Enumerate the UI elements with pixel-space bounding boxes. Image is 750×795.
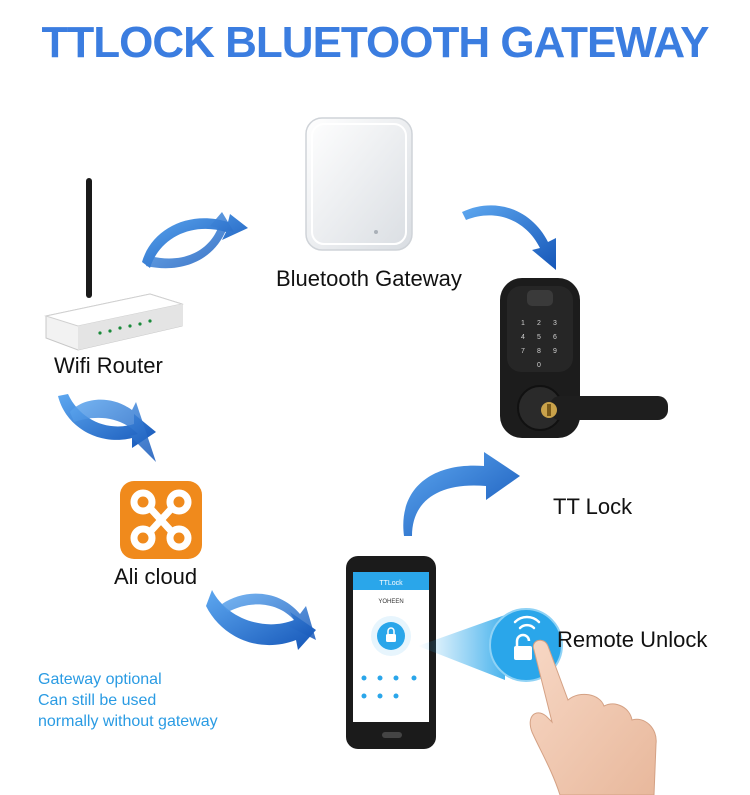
arrow-cloud-phone bbox=[206, 590, 316, 650]
note-line: Can still be used bbox=[38, 692, 157, 709]
arrows bbox=[58, 205, 556, 650]
cloud-label: Ali cloud bbox=[114, 564, 198, 589]
note-line: normally without gateway bbox=[38, 713, 218, 730]
app-lock-name: YOHEEN bbox=[378, 599, 403, 605]
svg-text:3: 3 bbox=[553, 320, 557, 327]
arrow-router-cloud bbox=[58, 394, 156, 462]
page-title: TTLOCK BLUETOOTH GATEWAY bbox=[41, 18, 710, 67]
note-line: Gateway optional bbox=[38, 671, 162, 688]
smart-lock-icon: 1 2 3 4 5 6 7 8 9 0 bbox=[500, 278, 668, 438]
gateway-icon bbox=[305, 117, 413, 251]
arrow-gateway-lock bbox=[462, 205, 556, 270]
svg-text:9: 9 bbox=[553, 348, 557, 355]
gateway-note: Gateway optional Can still be used norma… bbox=[38, 669, 218, 732]
remote-unlock-label: Remote Unlock bbox=[557, 627, 708, 652]
lock-label: TT Lock bbox=[553, 494, 633, 519]
phone-icon: TTLock YOHEEN bbox=[346, 556, 436, 749]
router-label: Wifi Router bbox=[54, 353, 163, 378]
app-title: TTLock bbox=[379, 580, 403, 587]
arrow-phone-lock bbox=[403, 452, 520, 536]
hand-icon bbox=[529, 639, 657, 795]
svg-text:8: 8 bbox=[537, 348, 541, 355]
gateway-label: Bluetooth Gateway bbox=[276, 266, 462, 291]
svg-text:7: 7 bbox=[521, 348, 525, 355]
svg-text:0: 0 bbox=[537, 362, 541, 369]
svg-text:4: 4 bbox=[521, 334, 525, 341]
router-icon bbox=[44, 178, 184, 351]
arrow-router-gateway bbox=[142, 212, 248, 269]
signal-beam bbox=[418, 615, 505, 680]
svg-text:2: 2 bbox=[537, 320, 541, 327]
svg-text:5: 5 bbox=[537, 334, 541, 341]
svg-text:1: 1 bbox=[521, 320, 525, 327]
ali-cloud-icon bbox=[120, 481, 202, 559]
svg-text:6: 6 bbox=[553, 334, 557, 341]
